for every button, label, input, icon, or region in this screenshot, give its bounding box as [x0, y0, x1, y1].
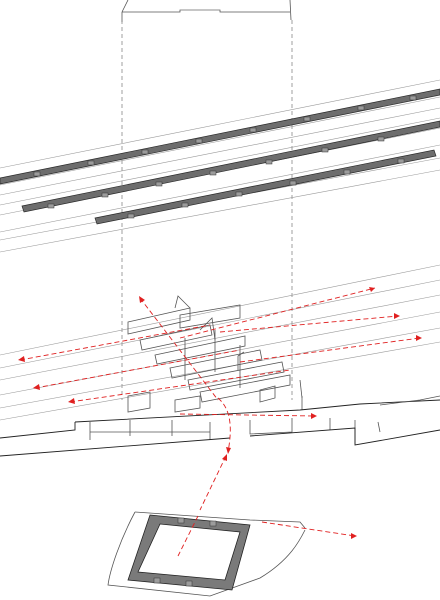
canopy-3-tabs: [127, 158, 405, 219]
projection-guides: [121, 20, 293, 400]
canopy-2: [21, 120, 440, 213]
ground-pavilion: [107, 511, 306, 597]
flow-arrows: [18, 287, 422, 557]
tower-outline: [121, 0, 292, 22]
concourse-slab: [0, 395, 440, 457]
canopy-1: [0, 88, 440, 185]
pavilion-tabs: [153, 517, 217, 587]
canopy-1-tabs: [33, 95, 417, 177]
concourse-structures: [127, 295, 303, 413]
canopy-3: [94, 149, 437, 225]
canopy-2-tabs: [47, 136, 385, 209]
